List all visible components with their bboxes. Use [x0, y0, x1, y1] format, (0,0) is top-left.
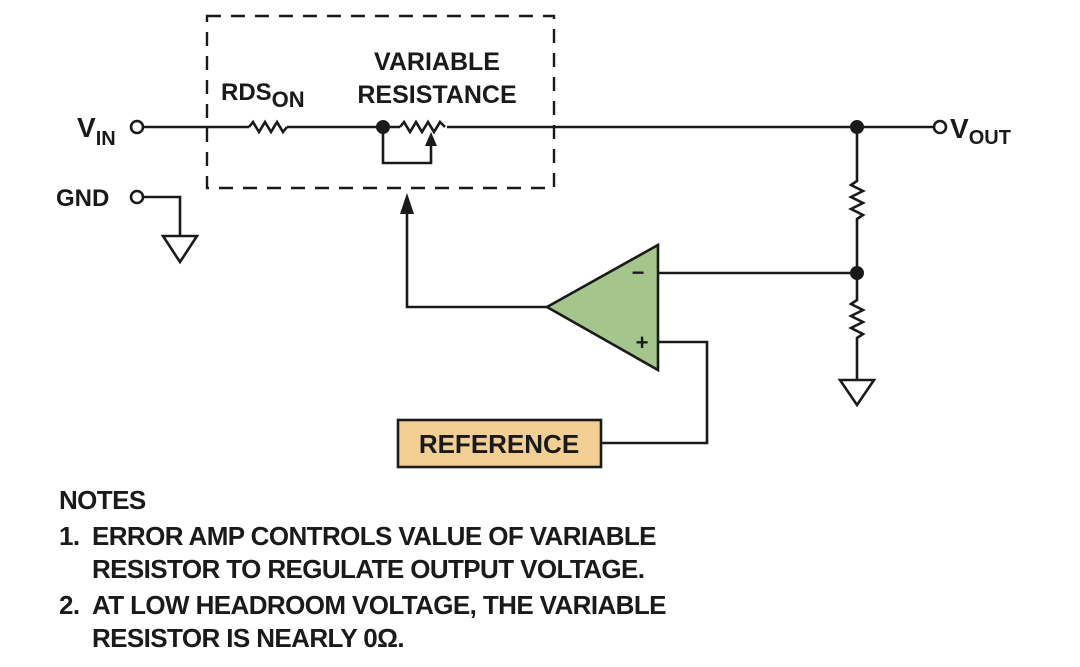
reference-label: REFERENCE: [419, 429, 579, 459]
gnd-wire: [143, 195, 182, 236]
variable-label-line2: RESISTANCE: [357, 81, 516, 109]
pass-element-boundary: [205, 14, 556, 190]
vout-terminal: [932, 119, 948, 135]
gnd-label: GND: [56, 185, 109, 212]
wiper-arrow-icon: [425, 132, 437, 146]
vout-label: VOUT: [950, 113, 1011, 149]
variable-resistor-wiper-loop: [381, 127, 433, 165]
notes-section: NOTES 1. ERROR AMP CONTROLS VALUE OF VAR…: [59, 484, 666, 655]
divider-resistor-bottom: [848, 273, 866, 380]
notes-heading: NOTES: [59, 485, 146, 515]
rdson-resistor: [247, 119, 289, 135]
rdson-label: RDSON: [221, 79, 305, 112]
gnd-terminal: [129, 189, 145, 205]
vin-label: VIN: [77, 112, 116, 150]
note-item: 1. ERROR AMP CONTROLS VALUE OF VARIABLE …: [59, 520, 666, 586]
note-number: 1.: [59, 521, 80, 551]
opamp-plus-label: +: [636, 330, 649, 355]
variable-resistor: [398, 119, 446, 135]
reference-wire: [601, 340, 709, 445]
control-wire: [405, 212, 547, 309]
ground-icon: [837, 378, 877, 408]
reference-block: [396, 418, 603, 469]
control-arrow-icon: [400, 193, 414, 214]
opamp-minus-label: −: [632, 260, 645, 285]
ground-icon: [160, 234, 200, 265]
note-number: 2.: [59, 590, 80, 620]
note-text: ERROR AMP CONTROLS VALUE OF VARIABLE RES…: [92, 521, 657, 584]
error-amplifier: [544, 242, 660, 373]
note-text: AT LOW HEADROOM VOLTAGE, THE VARIABLE RE…: [92, 590, 666, 653]
variable-label-line1: VARIABLE: [374, 48, 500, 76]
divider-resistor-top: [848, 127, 866, 272]
note-item: 2. AT LOW HEADROOM VOLTAGE, THE VARIABLE…: [59, 589, 666, 655]
vin-terminal: [129, 119, 145, 135]
